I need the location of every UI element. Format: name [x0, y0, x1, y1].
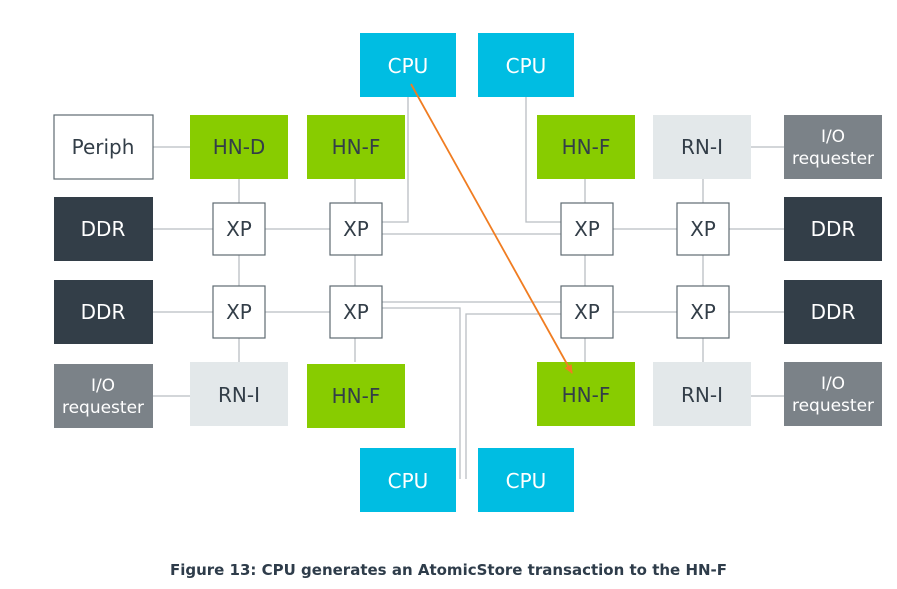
hnd-label: HN-D [213, 135, 266, 159]
hnf-label: HN-F [562, 135, 611, 159]
ddr-label: DDR [81, 300, 126, 324]
io-label-line1: I/O [821, 374, 845, 394]
xp-label: XP [690, 217, 716, 241]
io-label-line2: requester [792, 149, 874, 169]
rni-node: RN-I [190, 362, 288, 426]
io-label-line1: I/O [91, 376, 115, 396]
xp-label: XP [226, 300, 252, 324]
io-requester-node: I/O requester [54, 364, 153, 428]
xp-node: XP [212, 202, 266, 256]
xp-label: XP [690, 300, 716, 324]
hnf-node: HN-F [307, 115, 405, 179]
ddr-label: DDR [81, 217, 126, 241]
cpu-label: CPU [506, 54, 547, 78]
io-requester-node: I/O requester [784, 362, 882, 426]
rni-node: RN-I [653, 115, 751, 179]
xp-node: XP [329, 285, 383, 339]
periph-node: Periph [53, 114, 154, 180]
ddr-node: DDR [784, 280, 882, 344]
io-label-line1: I/O [821, 127, 845, 147]
xp-node: XP [560, 285, 614, 339]
hnd-node: HN-D [190, 115, 288, 179]
rni-label: RN-I [218, 383, 260, 407]
rni-node: RN-I [653, 362, 751, 426]
xp-label: XP [574, 300, 600, 324]
cpu-bottom-right-node: CPU [478, 448, 574, 512]
io-requester-node: I/O requester [784, 115, 882, 179]
xp-node: XP [560, 202, 614, 256]
figure-caption: Figure 13: CPU generates an AtomicStore … [169, 561, 728, 579]
ddr-node: DDR [54, 280, 153, 344]
io-label-line2: requester [792, 396, 874, 416]
xp-label: XP [226, 217, 252, 241]
cpu-top-right-node: CPU [478, 33, 574, 97]
link-cpu-top-left [382, 97, 409, 223]
ddr-node: DDR [784, 197, 882, 261]
ddr-label: DDR [811, 217, 856, 241]
xp-node: XP [212, 285, 266, 339]
xp-node: XP [329, 202, 383, 256]
rni-label: RN-I [681, 135, 723, 159]
atomicstore-transaction-arrow [410, 83, 573, 374]
link-cpu-bottom-left [382, 307, 461, 479]
xp-label: XP [343, 300, 369, 324]
cpu-label: CPU [388, 469, 429, 493]
cpu-label: CPU [388, 54, 429, 78]
io-label-line2: requester [62, 398, 144, 418]
xp-label: XP [343, 217, 369, 241]
hnf-label: HN-F [332, 135, 381, 159]
xp-label: XP [574, 217, 600, 241]
ddr-label: DDR [811, 300, 856, 324]
cpu-bottom-left-node: CPU [360, 448, 456, 512]
link-cpu-bottom-right [465, 313, 562, 479]
connections [153, 97, 784, 479]
cpu-top-left-node: CPU [360, 33, 456, 97]
rni-label: RN-I [681, 383, 723, 407]
xp-node: XP [676, 202, 730, 256]
hnf-label: HN-F [332, 384, 381, 408]
link-cpu-top-right [525, 97, 562, 223]
periph-label: Periph [72, 135, 135, 159]
ddr-node: DDR [54, 197, 153, 261]
hnf-label: HN-F [562, 383, 611, 407]
hnf-target-node: HN-F [537, 362, 635, 426]
hnf-node: HN-F [537, 115, 635, 179]
cpu-label: CPU [506, 469, 547, 493]
hnf-node: HN-F [307, 364, 405, 428]
xp-node: XP [676, 285, 730, 339]
